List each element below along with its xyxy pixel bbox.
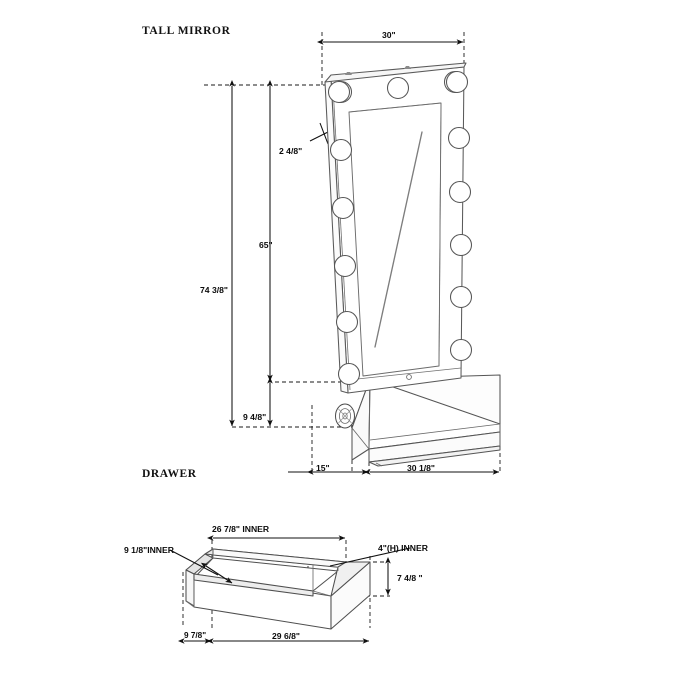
bulb-left-4 <box>333 254 357 278</box>
mirror-glass <box>348 102 442 377</box>
screw-detail <box>406 374 412 380</box>
dim-label-base-depth: 15" <box>316 463 330 473</box>
dim-label-base-height: 9 4/8" <box>243 412 267 422</box>
mirror-light-bulbs <box>327 70 473 386</box>
bulb-top-2 <box>386 76 410 100</box>
dim-label-outer-depth: 9 7/8" <box>184 631 207 640</box>
bulb-left-3 <box>331 196 355 220</box>
mirror-frame-lines <box>332 66 462 391</box>
mirror-base-cabinet-detail <box>351 378 501 467</box>
dim-label-width-30: 30" <box>382 30 396 40</box>
bulb-right-1 <box>445 70 469 94</box>
drawer-right-rim <box>330 561 371 597</box>
drawer-dimension-lines <box>169 535 411 644</box>
dimline-inner-depth <box>200 562 233 584</box>
bulb-left-2 <box>329 138 353 162</box>
bulb-right-6 <box>449 338 473 362</box>
dim-label-inner-height: 4"(H) INNER <box>378 543 428 553</box>
dim-label-mirror-height: 65" <box>259 240 273 250</box>
outlet-knob-icon <box>335 403 355 429</box>
drawer-box <box>185 548 371 630</box>
bulb-right-2 <box>447 126 471 150</box>
section-title-tall-mirror: TALL MIRROR <box>142 25 231 37</box>
mirror-top-rail <box>324 62 467 83</box>
section-title-drawer: DRAWER <box>142 468 197 480</box>
bulb-right-4 <box>449 233 473 257</box>
dim-label-overall-height: 74 3/8" <box>200 285 228 295</box>
dim-label-inner-width: 26 7/8" INNER <box>212 524 270 534</box>
dim-label-outer-width: 29 6/8" <box>272 631 300 641</box>
bulb-right-3 <box>448 180 472 204</box>
dim-label-base-width: 30 1/8" <box>407 463 435 473</box>
bulb-right-5 <box>449 285 473 309</box>
leader-inner-4h <box>329 547 411 567</box>
drawer-detail-lines <box>185 549 339 608</box>
mirror-base-cabinet <box>351 374 501 467</box>
dim-label-inner-depth: 9 1/8"INNER <box>124 545 174 555</box>
bulb-left-5 <box>335 310 359 334</box>
mirror-reflection-line <box>374 131 423 348</box>
drawer-left-face <box>185 569 195 607</box>
dim-label-frame-thickness: 2 4/8" <box>279 146 303 156</box>
mirror-body <box>324 62 467 394</box>
dim-label-outer-height: 7 4/8 " <box>397 573 423 583</box>
bulb-left-1 <box>327 80 351 104</box>
bulb-left-6 <box>337 362 361 386</box>
